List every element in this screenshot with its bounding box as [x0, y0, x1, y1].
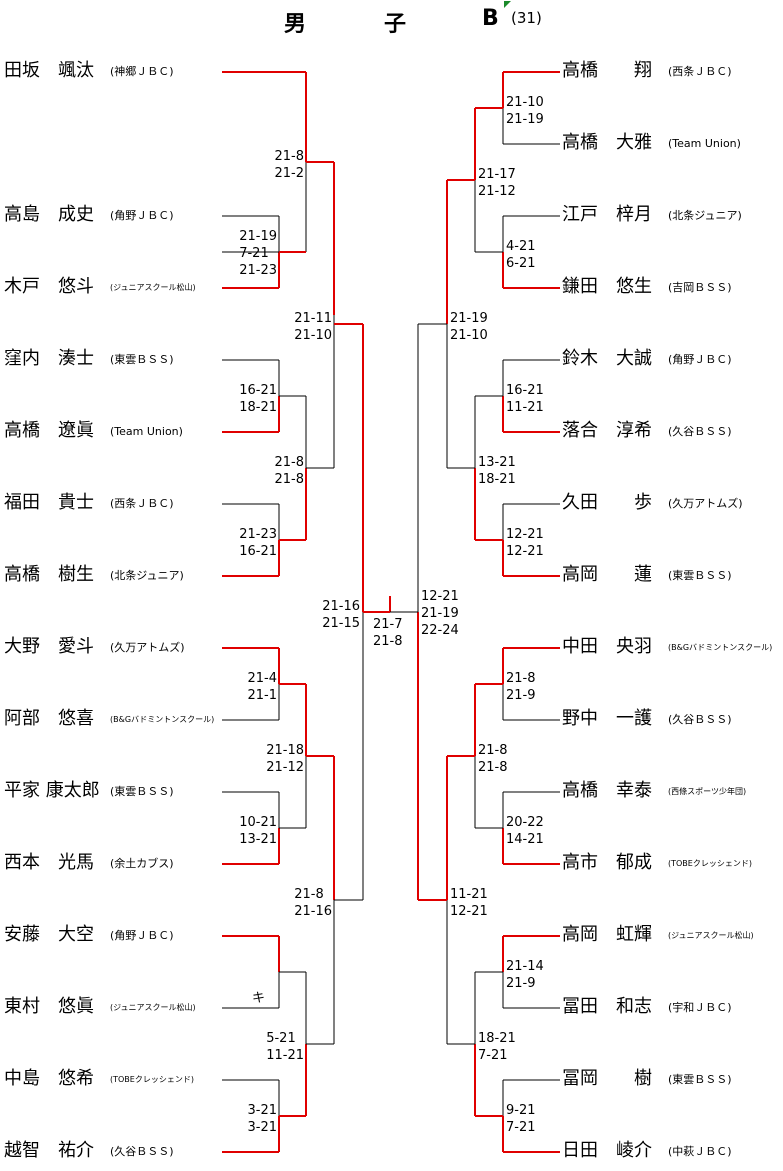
match-score: 18-21 7-21: [478, 1031, 516, 1063]
player-team: (東雲ＢＳＳ): [668, 1073, 732, 1086]
triangle-flag-icon: [504, 1, 511, 8]
player-name: 中田 央羽: [562, 636, 652, 657]
match-score: 21-18 21-12: [266, 743, 304, 775]
player-team: (久万アトムズ): [110, 641, 185, 654]
player-name: 平家 康太郎: [4, 780, 100, 801]
player-name: 大野 愛斗: [4, 636, 94, 657]
player-name: 安藤 大空: [4, 924, 94, 945]
player-team: (西条ＪＢＣ): [668, 65, 732, 78]
match-score: 21-8 21-8: [274, 455, 304, 487]
match-score: 11-21 12-21: [450, 887, 488, 919]
player-name: 窪内 湊士: [4, 348, 94, 369]
player-team: (吉岡ＢＳＳ): [668, 281, 732, 294]
match-score: 21-11 21-10: [294, 311, 332, 343]
player-team: (角野ＪＢＣ): [668, 353, 732, 366]
player-name: 高橋 幸泰: [562, 780, 652, 801]
match-score: 21-19 21-10: [450, 311, 488, 343]
title-char-2: 子: [384, 12, 407, 37]
player-name: 高橋 翔: [562, 60, 652, 81]
match-score: 21-8 21-9: [506, 671, 536, 703]
player-team: (TOBEクレッシェンド): [668, 859, 752, 868]
player-team: (ジュニアスクール松山): [110, 1003, 196, 1012]
match-score: 21-8 21-16: [294, 887, 332, 919]
player-team: (久谷ＢＳＳ): [668, 425, 732, 438]
player-team: (北条ジュニア): [668, 209, 742, 222]
player-team: (西条ＪＢＣ): [110, 497, 174, 510]
match-score: 21-8 21-2: [274, 149, 304, 181]
match-score: 16-21 18-21: [239, 383, 277, 415]
player-name: 野中 一護: [562, 708, 652, 729]
player-name: 高橋 樹生: [4, 564, 94, 585]
player-name: 落合 淳希: [562, 420, 652, 441]
entry-count: (31): [511, 9, 542, 27]
player-name: 木戸 悠斗: [4, 276, 94, 297]
match-score: 12-21 12-21: [506, 527, 544, 559]
player-team: (B&Gバドミントンスクール): [668, 643, 773, 652]
player-team: (B&Gバドミントンスクール): [110, 715, 215, 724]
player-name: 高橋 大雅: [562, 132, 652, 153]
title-char-1: 男: [284, 12, 307, 37]
match-score: 21-10 21-19: [506, 95, 544, 127]
player-name: 江戸 梓月: [562, 204, 652, 225]
match-score: 16-21 11-21: [506, 383, 544, 415]
player-name: 中島 悠希: [4, 1068, 94, 1089]
player-team: (西條スポーツ少年団): [668, 787, 747, 796]
player-team: (東雲ＢＳＳ): [668, 569, 732, 582]
player-name: 久田 歩: [562, 492, 652, 513]
player-team: (東雲ＢＳＳ): [110, 353, 174, 366]
player-name: 高橋 遼眞: [4, 420, 94, 441]
player-team: (Team Union): [110, 425, 183, 438]
match-score: 21-19 7-21 21-23: [239, 229, 277, 278]
player-name: 冨田 和志: [562, 996, 652, 1017]
player-name: 冨岡 樹: [562, 1068, 652, 1089]
match-score: 5-21 11-21: [266, 1031, 304, 1063]
match-score: 13-21 18-21: [478, 455, 516, 487]
match-score: 4-21 6-21: [506, 239, 536, 271]
player-team: (久谷ＢＳＳ): [110, 1145, 174, 1158]
player-team: (ジュニアスクール松山): [668, 931, 754, 940]
match-score: 21-8 21-8: [478, 743, 508, 775]
match-score: 21-16 21-15: [322, 599, 360, 631]
player-name: 東村 悠眞: [4, 996, 94, 1017]
match-score: 3-21 3-21: [247, 1103, 277, 1135]
player-name: 田坂 颯汰: [4, 60, 94, 81]
player-team: (TOBEクレッシェンド): [110, 1075, 194, 1084]
player-name: 越智 祐介: [4, 1140, 94, 1161]
player-team: (東雲ＢＳＳ): [110, 785, 174, 798]
semi-score: 21-7 21-8: [373, 617, 403, 649]
match-score: 21-17 21-12: [478, 167, 516, 199]
player-name: 阿部 悠喜: [4, 708, 94, 729]
player-team: (ジュニアスクール松山): [110, 283, 196, 292]
player-team: (宇和ＪＢＣ): [668, 1001, 732, 1014]
player-team: (久谷ＢＳＳ): [668, 713, 732, 726]
player-name: 日田 崚介: [562, 1140, 652, 1161]
player-name: 高岡 虹輝: [562, 924, 652, 945]
player-team: (余土カブス): [110, 857, 174, 870]
match-score: 10-21 13-21: [239, 815, 277, 847]
player-name: 高岡 蓮: [562, 564, 652, 585]
player-team: (久万アトムズ): [668, 497, 743, 510]
player-name: 高市 郁成: [562, 852, 652, 873]
player-team: (中萩ＪＢＣ): [668, 1145, 732, 1158]
player-team: (角野ＪＢＣ): [110, 209, 174, 222]
player-name: 鈴木 大誠: [562, 348, 652, 369]
player-team: (神郷ＪＢＣ): [110, 65, 174, 78]
player-team: (北条ジュニア): [110, 569, 184, 582]
match-score: 9-21 7-21: [506, 1103, 536, 1135]
player-team: (Team Union): [668, 137, 741, 150]
match-score: 21-4 21-1: [247, 671, 277, 703]
match-score: 21-14 21-9: [506, 959, 544, 991]
player-name: 高島 成史: [4, 204, 94, 225]
final-score: 12-21 21-19 22-24: [421, 589, 459, 638]
player-team: (角野ＪＢＣ): [110, 929, 174, 942]
player-name: 福田 貴士: [4, 492, 94, 513]
title-char-3: B: [482, 6, 499, 31]
player-name: 西本 光馬: [4, 852, 94, 873]
player-name: 鎌田 悠生: [562, 276, 652, 297]
match-score: 20-22 14-21: [506, 815, 544, 847]
match-score: キ: [251, 991, 265, 1006]
match-score: 21-23 16-21: [239, 527, 277, 559]
